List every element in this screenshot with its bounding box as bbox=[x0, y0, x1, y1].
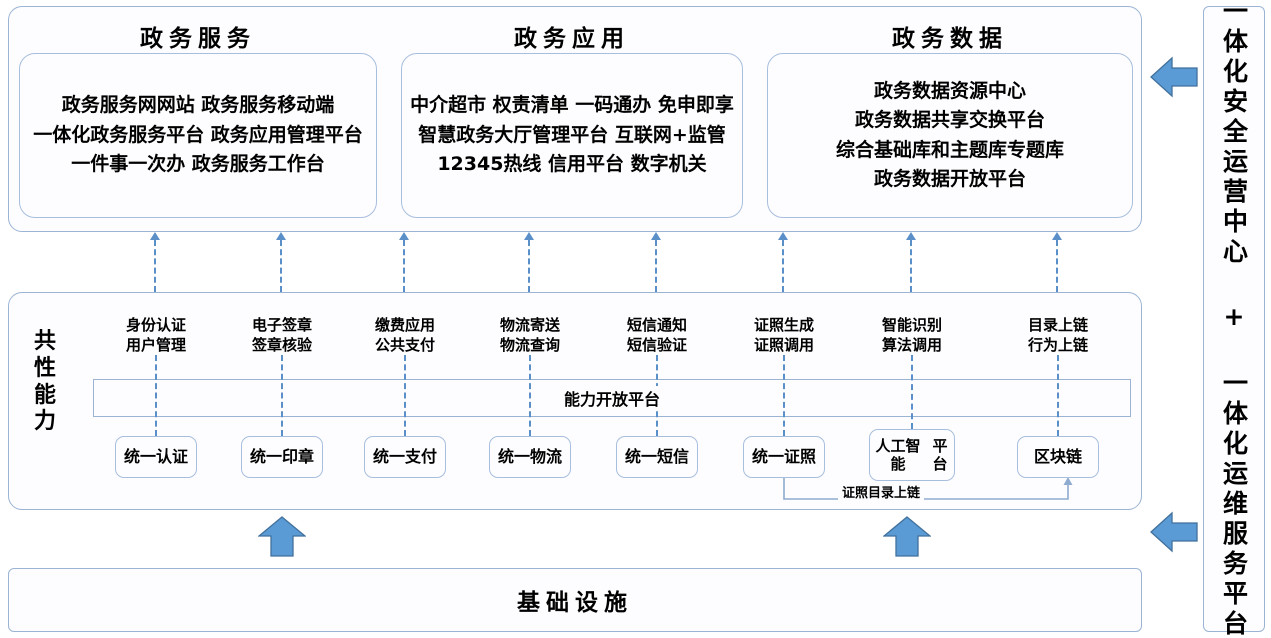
service-line-2: 一体化政务服务平台 政务应用管理平台 bbox=[33, 123, 363, 146]
capability-heading-2: 电子签章签章核验 bbox=[252, 315, 312, 356]
capability-to-top-dashed-line bbox=[403, 240, 405, 292]
capability-box-label: 统一短信 bbox=[624, 447, 689, 467]
capability-internal-dashed-line bbox=[911, 355, 913, 429]
application-items-card: 中介超市 权责清单 一码通办 免申即享 智慧政务大厅管理平台 互联网+监管 12… bbox=[401, 53, 743, 218]
cert-directory-chain-connector bbox=[783, 475, 1073, 500]
capability-box-7[interactable]: 人工智能平台 bbox=[869, 429, 955, 481]
capability-side-label: 共性能力 bbox=[27, 329, 63, 436]
cert-directory-chain-label: 证照目录上链 bbox=[838, 482, 925, 501]
capability-box-label: 统一印章 bbox=[249, 447, 314, 467]
capability-box-label-line2: 平台 bbox=[932, 437, 948, 473]
data-line-1: 政务数据资源中心 bbox=[873, 79, 1026, 102]
capability-open-platform-bar: 能力开放平台 bbox=[93, 379, 1131, 417]
capability-side-label-char: 性 bbox=[33, 355, 56, 381]
infrastructure-label: 基础设施 bbox=[517, 590, 633, 616]
capability-to-top-arrowhead bbox=[906, 232, 916, 240]
capability-heading-line2: 证照调用 bbox=[753, 336, 815, 355]
capability-heading-line2: 短信验证 bbox=[626, 336, 688, 355]
capability-heading-line1: 短信通知 bbox=[626, 316, 688, 334]
capability-side-label-char: 能 bbox=[33, 382, 56, 408]
capability-to-top-dashed-line bbox=[280, 240, 282, 292]
capability-heading-line1: 智能识别 bbox=[881, 316, 943, 334]
capability-to-top-dashed-line bbox=[528, 240, 530, 292]
capability-box-4[interactable]: 统一物流 bbox=[489, 436, 571, 478]
capability-internal-dashed-line bbox=[281, 355, 283, 436]
capability-box-6[interactable]: 统一证照 bbox=[743, 436, 825, 478]
group-government-service: 政务服务 政务服务网网站 政务服务移动端 一体化政务服务平台 政务应用管理平台 … bbox=[9, 7, 387, 233]
capability-box-label: 统一认证 bbox=[123, 447, 188, 467]
infrastructure-panel: 基础设施 bbox=[8, 568, 1142, 632]
capability-to-top-arrowhead bbox=[1052, 232, 1062, 240]
capability-box-label: 统一证照 bbox=[751, 447, 816, 467]
capability-box-label: 统一支付 bbox=[372, 447, 437, 467]
capability-heading-3: 缴费应用公共支付 bbox=[375, 315, 435, 356]
service-line-3: 一件事一次办 政务服务工作台 bbox=[71, 153, 325, 176]
capability-heading-line2: 物流查询 bbox=[499, 336, 561, 355]
capability-open-platform-label: 能力开放平台 bbox=[557, 386, 666, 410]
capability-to-top-arrowhead bbox=[778, 232, 788, 240]
capability-to-top-dashed-line bbox=[782, 240, 784, 292]
security-operations-sidebar: 一体化安全运营中心 + 一体化运维服务平台 bbox=[1203, 0, 1265, 638]
group-title-data: 政务数据 bbox=[892, 26, 1008, 52]
security-operations-sidebar-label: 一体化安全运营中心 + 一体化运维服务平台 bbox=[1219, 0, 1249, 638]
capability-heading-line2: 公共支付 bbox=[374, 336, 436, 355]
data-line-4: 政务数据开放平台 bbox=[873, 167, 1026, 190]
top-layer-panel: 政务服务 政务服务网网站 政务服务移动端 一体化政务服务平台 政务应用管理平台 … bbox=[8, 6, 1142, 232]
capability-box-5[interactable]: 统一短信 bbox=[616, 436, 698, 478]
service-items-card: 政务服务网网站 政务服务移动端 一体化政务服务平台 政务应用管理平台 一件事一次… bbox=[19, 53, 377, 218]
data-line-2: 政务数据共享交换平台 bbox=[854, 109, 1045, 132]
capability-heading-line1: 物流寄送 bbox=[499, 316, 561, 334]
capability-heading-line1: 证照生成 bbox=[753, 316, 815, 334]
capability-box-2[interactable]: 统一印章 bbox=[241, 436, 323, 478]
capability-heading-7: 智能识别算法调用 bbox=[882, 315, 942, 356]
common-capability-panel: 共性能力 身份认证用户管理 电子签章签章核验 缴费应用公共支付 物流寄送物流查询 短信通… bbox=[8, 292, 1142, 510]
group-government-application: 政务应用 中介超市 权责清单 一码通办 免申即享 智慧政务大厅管理平台 互联网+… bbox=[391, 7, 753, 233]
application-line-2: 智慧政务大厅管理平台 互联网+监管 bbox=[418, 123, 726, 146]
capability-side-label-char: 共 bbox=[33, 329, 56, 354]
application-line-1: 中介超市 权责清单 一码通办 免申即享 bbox=[410, 94, 734, 117]
capability-to-top-dashed-line bbox=[154, 240, 156, 292]
application-line-3: 12345热线 信用平台 数字机关 bbox=[437, 153, 707, 176]
capability-box-1[interactable]: 统一认证 bbox=[115, 436, 197, 478]
capability-box-label: 统一物流 bbox=[497, 447, 562, 467]
capability-box-3[interactable]: 统一支付 bbox=[364, 436, 446, 478]
capability-heading-line1: 电子签章 bbox=[251, 316, 313, 334]
group-title-service: 政务服务 bbox=[140, 26, 256, 52]
capability-to-top-dashed-line bbox=[910, 240, 912, 292]
capability-box-8[interactable]: 区块链 bbox=[1017, 436, 1099, 478]
capability-heading-5: 短信通知短信验证 bbox=[627, 315, 687, 356]
capability-heading-1: 身份认证用户管理 bbox=[126, 315, 186, 356]
capability-heading-line2: 行为上链 bbox=[1027, 336, 1089, 355]
capability-internal-dashed-line bbox=[1057, 355, 1059, 436]
data-line-3: 综合基础库和主题库专题库 bbox=[835, 138, 1064, 161]
group-government-data: 政务数据 政务数据资源中心 政务数据共享交换平台 综合基础库和主题库专题库 政务… bbox=[757, 7, 1143, 233]
capability-to-top-arrowhead bbox=[651, 232, 661, 240]
capability-heading-8: 目录上链行为上链 bbox=[1028, 315, 1088, 356]
capability-internal-dashed-line bbox=[783, 355, 785, 436]
capability-to-top-arrowhead bbox=[399, 232, 409, 240]
capability-to-top-arrowhead bbox=[150, 232, 160, 240]
capability-internal-dashed-line bbox=[529, 355, 531, 436]
capability-heading-line2: 签章核验 bbox=[251, 336, 313, 355]
capability-heading-line1: 缴费应用 bbox=[374, 316, 436, 334]
capability-heading-line1: 目录上链 bbox=[1027, 316, 1089, 334]
capability-heading-4: 物流寄送物流查询 bbox=[500, 315, 560, 356]
capability-internal-dashed-line bbox=[155, 355, 157, 436]
capability-to-top-arrowhead bbox=[276, 232, 286, 240]
capability-heading-line1: 身份认证 bbox=[125, 316, 187, 334]
service-line-1: 政务服务网网站 政务服务移动端 bbox=[61, 94, 335, 117]
capability-heading-6: 证照生成证照调用 bbox=[754, 315, 814, 356]
capability-to-top-dashed-line bbox=[655, 240, 657, 292]
capability-heading-line2: 用户管理 bbox=[125, 336, 187, 355]
capability-box-label: 人工智能 bbox=[875, 437, 921, 473]
capability-to-top-arrowhead bbox=[524, 232, 534, 240]
capability-heading-line2: 算法调用 bbox=[881, 336, 943, 355]
capability-to-top-dashed-line bbox=[1056, 240, 1058, 292]
capability-side-label-char: 力 bbox=[33, 409, 56, 435]
capability-box-label: 区块链 bbox=[1033, 447, 1082, 467]
data-items-card: 政务数据资源中心 政务数据共享交换平台 综合基础库和主题库专题库 政务数据开放平… bbox=[767, 53, 1133, 218]
group-title-application: 政务应用 bbox=[514, 26, 630, 52]
capability-internal-dashed-line bbox=[404, 355, 406, 436]
